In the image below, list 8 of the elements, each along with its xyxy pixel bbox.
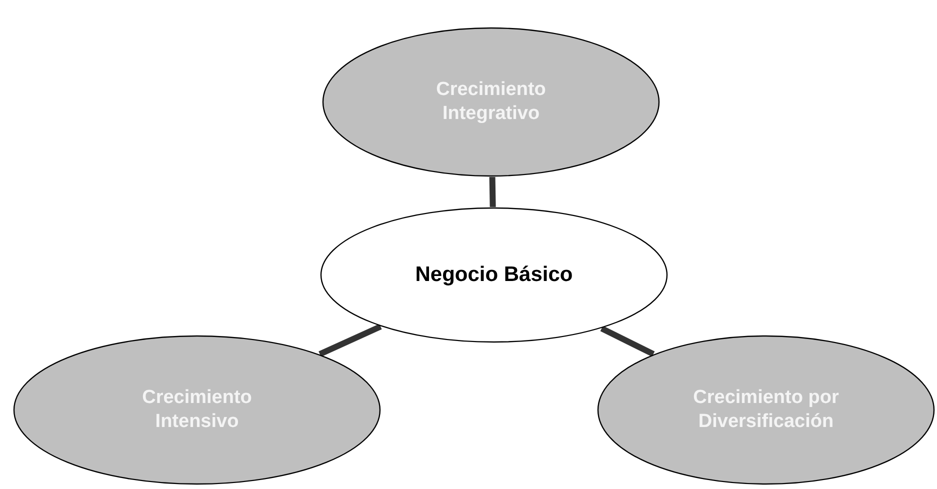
ellipse-node xyxy=(597,335,935,485)
connector-line xyxy=(489,176,496,208)
ellipse-node xyxy=(322,27,660,177)
connector-line xyxy=(600,326,655,357)
ellipse-node xyxy=(13,335,381,485)
connector-line xyxy=(318,324,382,357)
node-label: Negocio Básico xyxy=(415,262,573,288)
ellipse-node xyxy=(320,207,668,343)
